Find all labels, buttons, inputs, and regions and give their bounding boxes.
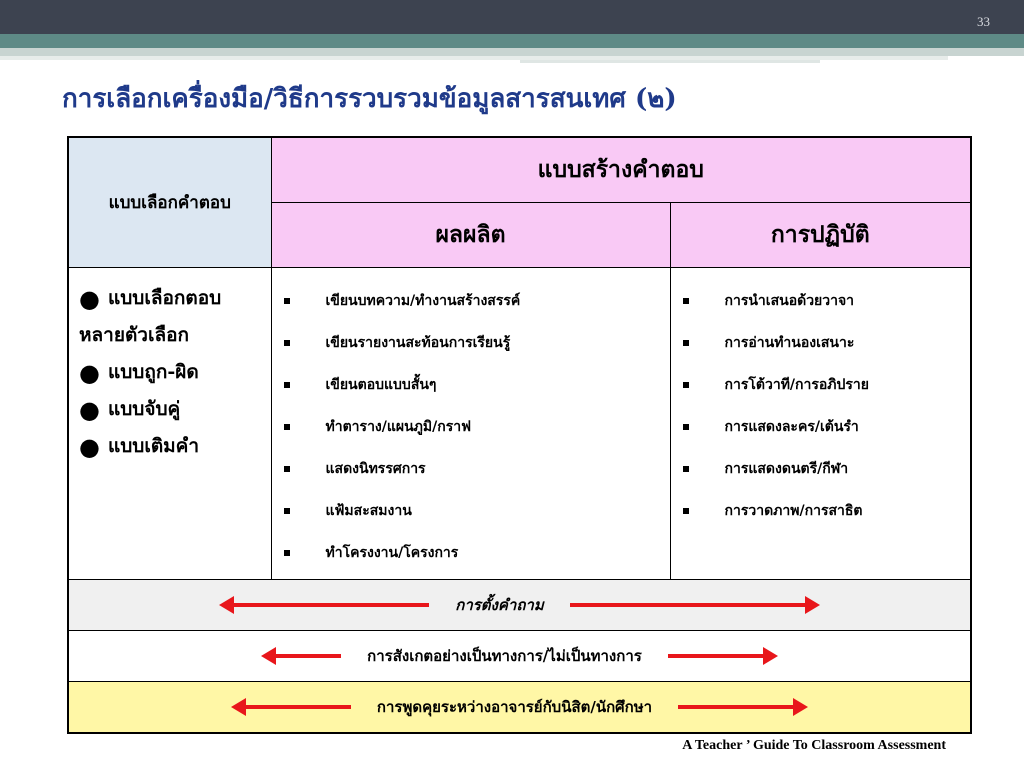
bullet-icon: ● — [79, 431, 100, 461]
questioning-label: การตั้งคำถาม — [455, 596, 544, 614]
square-bullet-icon — [283, 466, 290, 472]
list-item: แฟ้มสะสมงาน — [283, 490, 670, 532]
list-item: แสดงนิทรรศการ — [283, 448, 670, 490]
list-item: ● แบบจับคู่ — [79, 394, 181, 424]
header-band-lighter — [0, 56, 948, 60]
square-bullet-icon — [682, 424, 689, 430]
square-bullet-icon — [682, 298, 689, 304]
footer-source: A Teacher ’ Guide To Classroom Assessmen… — [682, 738, 946, 753]
list-item: ทำตาราง/แผนภูมิ/กราฟ — [283, 406, 670, 448]
performance-cell: การนำเสนอด้วยวาจา การอ่านทำนองเสนาะ การโ… — [669, 267, 972, 580]
list-item: ● แบบถูก-ผิด — [79, 357, 199, 387]
square-bullet-icon — [283, 340, 290, 346]
arrow-right-icon — [569, 596, 820, 614]
arrow-right-icon — [667, 647, 778, 665]
square-bullet-icon — [682, 508, 689, 514]
square-bullet-icon — [283, 508, 290, 514]
list-item-continuation: หลายตัวเลือก — [79, 324, 190, 346]
square-bullet-icon — [283, 550, 290, 556]
top-bar — [0, 0, 1024, 34]
list-item: ● แบบเติมคำ — [79, 431, 200, 461]
square-bullet-icon — [283, 424, 290, 430]
list-item: เขียนบทความ/ทำงานสร้างสรรค์ — [283, 280, 670, 322]
slide-title: การเลือกเครื่องมือ/วิธีการรวบรวมข้อมูลสา… — [62, 84, 677, 114]
list-item: เขียนรายงานสะท้อนการเรียนรู้ — [283, 322, 670, 364]
list-item: ● แบบเลือกตอบ — [79, 283, 222, 313]
arrow-right-icon — [678, 698, 809, 716]
arrow-left-icon — [230, 698, 351, 716]
header-product: ผลผลิต — [270, 202, 671, 268]
bullet-icon: ● — [79, 283, 100, 313]
list-item: ทำโครงงาน/โครงการ — [283, 532, 670, 574]
slide-number: 33 — [977, 14, 990, 29]
assessment-table: แบบเลือกคำตอบ แบบสร้างคำตอบ ผลผลิต การปฏ… — [67, 136, 972, 734]
header-band — [0, 34, 1024, 48]
product-cell: เขียนบทความ/ทำงานสร้างสรรค์ เขียนรายงานส… — [270, 267, 671, 580]
questioning-row: การตั้งคำถาม — [67, 579, 972, 631]
square-bullet-icon — [283, 382, 290, 388]
list-item: การวาดภาพ/การสาธิต — [682, 490, 971, 532]
square-bullet-icon — [682, 382, 689, 388]
bullet-icon: ● — [79, 357, 100, 387]
bullet-icon: ● — [79, 394, 100, 424]
list-item: การอ่านทำนองเสนาะ — [682, 322, 971, 364]
square-bullet-icon — [682, 466, 689, 472]
product-list: เขียนบทความ/ทำงานสร้างสรรค์ เขียนรายงานส… — [272, 268, 670, 574]
interview-row: การพูดคุยระหว่างอาจารย์กับนิสิต/นักศึกษา — [67, 681, 972, 734]
arrow-left-icon — [261, 647, 342, 665]
list-item: การแสดงละคร/เต้นรำ — [682, 406, 971, 448]
square-bullet-icon — [283, 298, 290, 304]
square-bullet-icon — [682, 340, 689, 346]
header-band-accent — [520, 60, 820, 63]
list-item: การแสดงดนตรี/กีฬา — [682, 448, 971, 490]
list-item: การนำเสนอด้วยวาจา — [682, 280, 971, 322]
select-response-cell: ● แบบเลือกตอบ หลายตัวเลือก ● แบบถูก-ผิด … — [67, 267, 272, 580]
interview-label: การพูดคุยระหว่างอาจารย์กับนิสิต/นักศึกษา — [376, 698, 653, 716]
observation-row: การสังเกตอย่างเป็นทางการ/ไม่เป็นทางการ — [67, 630, 972, 682]
observation-label: การสังเกตอย่างเป็นทางการ/ไม่เป็นทางการ — [367, 647, 642, 665]
header-band-light — [0, 48, 1024, 56]
list-item: การโต้วาที/การอภิปราย — [682, 364, 971, 406]
header-constructed-response: แบบสร้างคำตอบ — [270, 136, 972, 203]
header-performance: การปฏิบัติ — [669, 202, 972, 268]
list-item: เขียนตอบแบบสั้นๆ — [283, 364, 670, 406]
arrow-left-icon — [219, 596, 430, 614]
header-select-response: แบบเลือกคำตอบ — [67, 136, 272, 268]
performance-list: การนำเสนอด้วยวาจา การอ่านทำนองเสนาะ การโ… — [671, 268, 971, 532]
